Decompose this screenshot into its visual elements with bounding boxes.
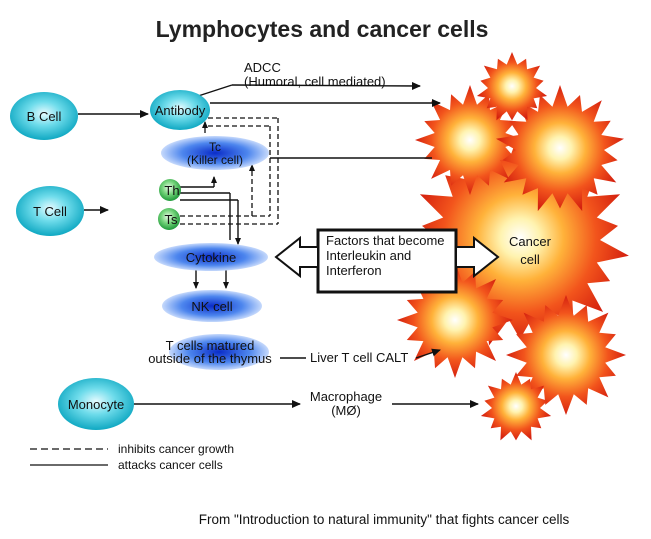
cancer-cell-label-line1: Cancer [509, 234, 552, 249]
b-cell-label: B Cell [27, 109, 62, 124]
ts-cell [158, 208, 180, 230]
legend-dashed-label: inhibits cancer growth [118, 442, 234, 456]
adcc-label-line2: (Humoral, cell mediated) [244, 74, 386, 89]
cancer-cell-label-line2: cell [520, 252, 540, 267]
tc-killer-cell [161, 136, 269, 170]
macrophage-label-line1: Macrophage [310, 389, 382, 404]
macrophage-label-line2: (MØ) [331, 403, 361, 418]
tc-label: Tc [209, 140, 221, 154]
t-cell [16, 186, 84, 236]
ts-label: Ts [165, 212, 179, 227]
factors-line3: Interferon [326, 263, 382, 278]
killer-cell-label: (Killer cell) [187, 153, 243, 167]
factors-line1: Factors that become [326, 233, 445, 248]
liver-t-cell-label: Liver T cell CALT [310, 350, 408, 365]
dashed-lines [180, 117, 279, 225]
antibody-cell [150, 90, 210, 130]
th-cell [159, 179, 181, 201]
th-label: Th [164, 183, 179, 198]
cancer-cell-bottom [480, 372, 552, 441]
nk-cell-label: NK cell [191, 299, 232, 314]
t-cell-label: T Cell [33, 204, 67, 219]
legend-solid-label: attacks cancer cells [118, 458, 223, 472]
cytokine-cell [154, 243, 268, 271]
arrow-liver-cancer [415, 348, 441, 359]
cancer-cell-top [476, 52, 548, 121]
b-cell [10, 92, 78, 140]
monocyte-cell [58, 378, 134, 430]
factors-left-arrow [274, 235, 319, 279]
cancer-cell-cluster [397, 52, 629, 441]
t-cells-matured-cell [169, 334, 269, 370]
cytokine-label: Cytokine [186, 250, 237, 265]
arrow-adcc-cancer [231, 81, 421, 90]
t-matured-label-line2: outside of the thymus [148, 351, 272, 366]
monocyte-label: Monocyte [68, 397, 124, 412]
page-title: Lymphocytes and cancer cells [156, 16, 489, 42]
source-caption: From "Introduction to natural immunity" … [199, 512, 570, 527]
factors-right-arrow [455, 235, 500, 279]
adcc-label-line1: ADCC [244, 60, 281, 75]
antibody-label: Antibody [155, 103, 206, 118]
cancer-cell-upper-right [496, 85, 624, 212]
nk-cell [162, 290, 262, 322]
t-matured-label-line1: T cells matured [166, 338, 255, 353]
factors-line2: Interleukin and [326, 248, 411, 263]
cancer-cell-lower-right [506, 295, 626, 415]
